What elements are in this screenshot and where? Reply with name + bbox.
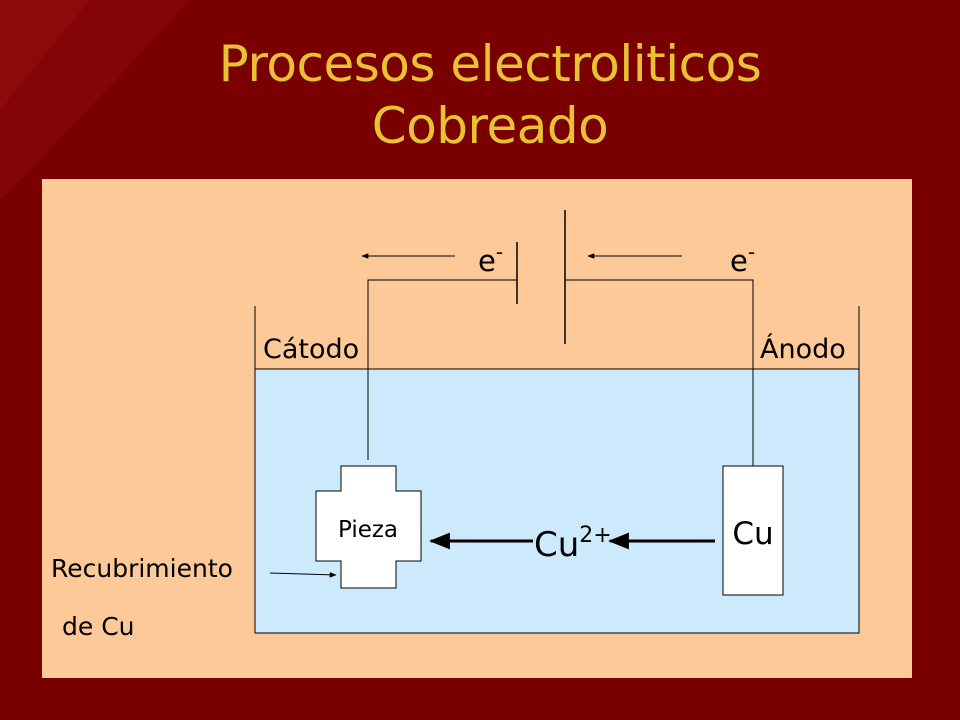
electron-label-right: e-: [730, 240, 755, 278]
anode-label: Ánodo: [760, 333, 846, 365]
coating-label-line-1: Recubrimiento: [51, 554, 233, 583]
slide-title-line-1: Procesos electroliticos: [218, 35, 762, 93]
cathode-wire: [367, 279, 517, 460]
copper-anode: [722, 465, 784, 596]
copper-ion-label: Cu2+: [534, 523, 612, 565]
coating-arrow: [269, 572, 337, 578]
tank-walls: [254, 306, 860, 634]
anode-electrode-label: Cu: [732, 516, 773, 552]
piece-label: Pieza: [338, 517, 398, 543]
cathode-piece: [315, 465, 422, 589]
electron-label-left: e-: [478, 240, 503, 278]
slide-title-line-2: Cobreado: [371, 97, 609, 155]
coating-label-line-2: de Cu: [62, 612, 135, 641]
anode-wire: [565, 279, 754, 466]
cathode-label: Cátodo: [263, 334, 359, 365]
